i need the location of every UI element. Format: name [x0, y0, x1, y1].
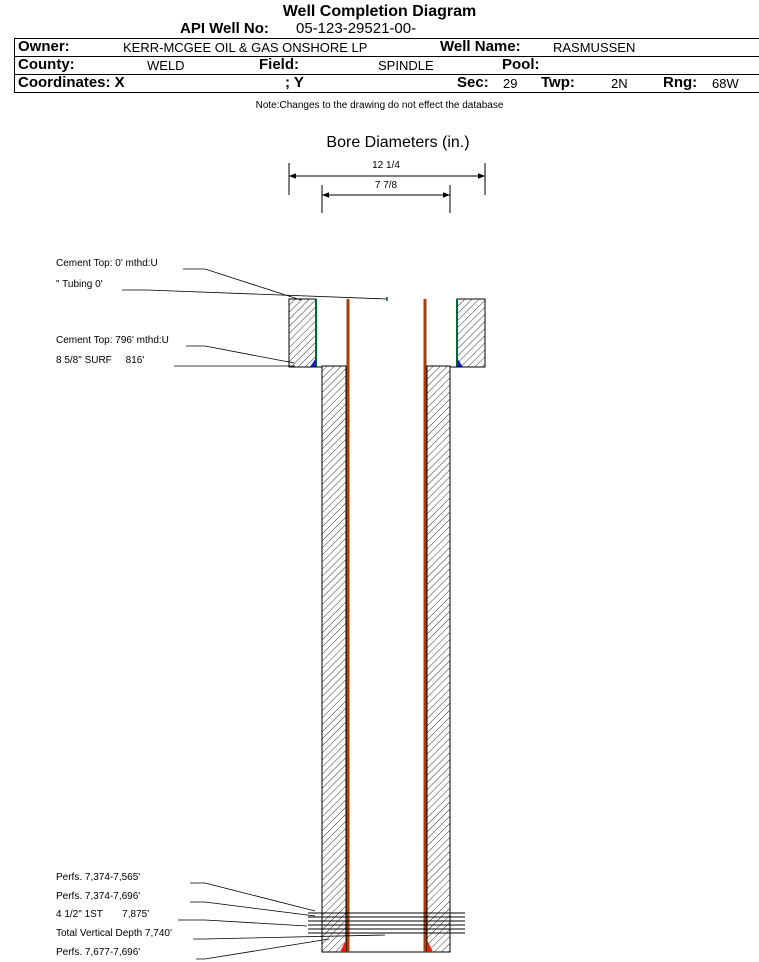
database-note: Note:Changes to the drawing do not effec…	[255, 100, 504, 111]
api-value: 05-123-29521-00-	[296, 20, 417, 37]
label-cement-top-surface: Cement Top: 0' mthd:U	[56, 258, 158, 269]
sec-label: Sec:	[457, 74, 489, 91]
label-tubing: " Tubing 0'	[56, 279, 103, 290]
surface-shoe-left	[310, 358, 316, 367]
leader-lines	[122, 268, 388, 960]
field-value: SPINDLE	[378, 58, 434, 73]
rng-value: 68W	[712, 76, 739, 91]
bore-outer-diameter-label: 12 1/4	[372, 160, 400, 171]
label-perfs-1: Perfs. 7,374-7,565'	[56, 872, 141, 883]
twp-label: Twp:	[541, 74, 575, 91]
sec-value: 29	[503, 76, 518, 91]
owner-value: KERR-MCGEE OIL & GAS ONSHORE LP	[123, 40, 368, 55]
label-total-vertical-depth: Total Vertical Depth 7,740'	[56, 928, 172, 939]
well-name-label: Well Name:	[440, 38, 521, 55]
bore-diameters-title: Bore Diameters (in.)	[326, 134, 470, 151]
y-label: ; Y	[285, 74, 304, 91]
well-name-value: RASMUSSEN	[553, 40, 636, 55]
diagram-title: Well Completion Diagram	[282, 3, 477, 20]
perforation-lines	[308, 912, 465, 934]
pool-label: Pool:	[502, 56, 540, 73]
header-row-owner: Owner: KERR-MCGEE OIL & GAS ONSHORE LP W…	[14, 38, 759, 56]
label-surface-casing: 8 5/8" SURF 816'	[56, 355, 145, 366]
header-row-coordinates: Coordinates: X ; Y Sec: 29 Twp: 2N Rng: …	[14, 74, 759, 93]
surface-cement-right	[456, 298, 486, 368]
county-label: County:	[18, 56, 75, 73]
field-label: Field:	[259, 56, 299, 73]
production-shoe-right	[427, 940, 433, 952]
production-shoe-left	[340, 940, 346, 952]
header-row-api: API Well No: 05-123-29521-00-	[14, 20, 758, 38]
label-perfs-3: Perfs. 7,677-7,696'	[56, 947, 141, 958]
api-label: API Well No:	[180, 20, 269, 37]
surface-shoe-right	[457, 358, 463, 367]
production-cement-right	[426, 365, 451, 953]
bore-inner-diameter-label: 7 7/8	[375, 180, 398, 191]
twp-value: 2N	[611, 76, 628, 91]
label-production-casing: 4 1/2" 1ST 7,875'	[56, 909, 150, 920]
owner-label: Owner:	[18, 38, 70, 55]
bore-dimension-outer	[288, 163, 486, 195]
label-perfs-2: Perfs. 7,374-7,696'	[56, 891, 141, 902]
surface-cement-left	[288, 298, 317, 368]
production-cement-left	[321, 365, 347, 953]
coordinates-label: Coordinates: X	[18, 74, 125, 91]
header-row-county: County: WELD Field: SPINDLE Pool:	[14, 56, 759, 74]
county-value: WELD	[147, 58, 185, 73]
rng-label: Rng:	[663, 74, 698, 91]
label-cement-top-production: Cement Top: 796' mthd:U	[56, 335, 169, 346]
bore-dimension-inner	[321, 185, 451, 213]
